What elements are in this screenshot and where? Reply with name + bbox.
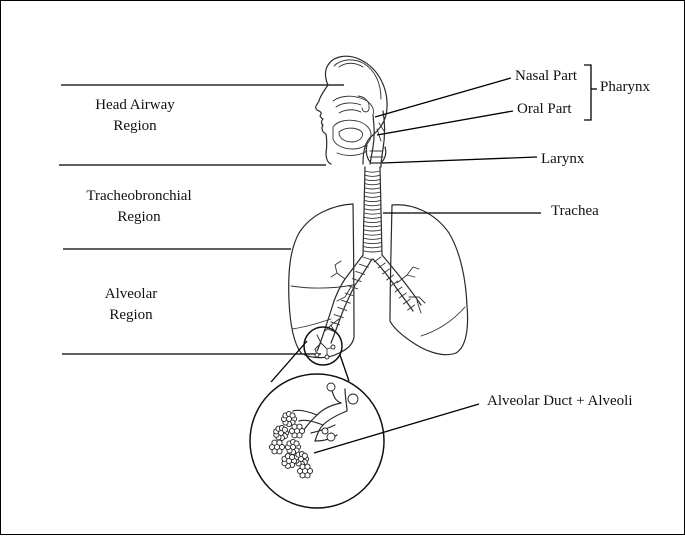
alveolus [304, 472, 311, 479]
larynx-label: Larynx [541, 151, 585, 167]
cartilage-ring [363, 212, 382, 215]
cartilage-ring [362, 237, 383, 240]
pharynx-label: Pharynx [600, 79, 650, 95]
cartilage-ring [363, 204, 382, 207]
bronchus-ring [355, 270, 366, 275]
trachea-label: Trachea [551, 203, 599, 219]
alveolus [296, 423, 303, 430]
alveolus [299, 463, 306, 470]
bronchus-ring [407, 304, 416, 311]
bronchial-tree [316, 254, 426, 352]
trachea [362, 166, 383, 256]
cartilage-ring [363, 208, 382, 211]
nasal-part-leader [374, 77, 512, 118]
cartilage-ring [363, 191, 382, 194]
bronchus-ring [337, 306, 348, 311]
alveolus [289, 454, 296, 461]
cartilage-ring [363, 233, 382, 236]
bronchus-ring [386, 274, 395, 281]
alveolus [276, 448, 283, 455]
alveolus [289, 412, 296, 419]
head-outline [315, 55, 388, 168]
cartilage-ring [364, 187, 381, 190]
bronchus-ring [377, 262, 386, 269]
cartilage-ring [364, 183, 381, 186]
cartilage-ring [363, 199, 382, 203]
alveolar-duct-alveoli-label: Alveolar Duct + Alveoli [487, 393, 633, 409]
oral-part-leader [376, 110, 514, 136]
magnified-area-circle [303, 326, 343, 366]
alveolar-region-label: Alveolar Region [104, 286, 158, 323]
alveolar-duct-leader [313, 403, 480, 454]
alveolus [301, 452, 308, 459]
bronchus-ring [402, 298, 411, 305]
bronchus-ring [330, 321, 341, 326]
bronchus-ring [358, 263, 369, 268]
alveolus [296, 432, 303, 439]
alveolus [293, 440, 300, 447]
alveolus [291, 423, 298, 430]
tracheobronchial-region-label: Tracheobronchial Region [86, 188, 192, 225]
cartilage-ring [363, 195, 382, 198]
cartilage-ring [364, 170, 381, 173]
bronchus-ring [348, 285, 359, 290]
cartilage-ring [364, 174, 381, 177]
cartilage-ring [363, 220, 382, 224]
alveolus [281, 426, 288, 433]
bronchus-ring [344, 292, 355, 297]
zoom-connector-left [270, 340, 308, 383]
alveolus [304, 463, 311, 470]
cartilage-ring [363, 216, 382, 219]
left-lung [389, 204, 469, 356]
bronchus-ring [351, 278, 362, 283]
alveolus [276, 439, 283, 446]
bronchus-ring [390, 280, 399, 287]
cartilage-ring [364, 178, 381, 182]
cartilage-ring [362, 241, 383, 245]
bronchus-ring [394, 286, 403, 293]
oral-part-label: Oral Part [517, 101, 572, 117]
bronchus-ring [340, 299, 351, 304]
alveolus [271, 439, 278, 446]
larynx-leader [381, 156, 538, 164]
cartilage-ring [363, 225, 382, 228]
bronchus-ring [381, 268, 390, 275]
bronchus-ring [333, 314, 344, 319]
bronchus-ring [398, 292, 407, 299]
cartilage-ring [362, 250, 383, 253]
bronchus-ring [373, 256, 382, 263]
pharynx-bracket [584, 64, 592, 121]
nasal-part-label: Nasal Part [515, 68, 578, 84]
cartilage-ring [363, 229, 382, 232]
alveolar-magnified-view [249, 373, 385, 509]
cartilage-ring [362, 246, 383, 249]
bronchus-ring [362, 256, 373, 261]
head-airway-region-label: Head Airway Region [95, 97, 175, 134]
zoom-connector-right [339, 354, 350, 382]
